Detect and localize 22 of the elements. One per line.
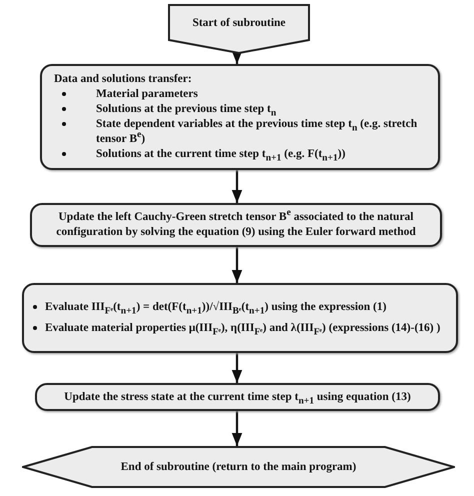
step-text: Update the stress state at the current time step t$_{n+1}$ using equation (13) xyxy=(63,390,412,404)
process-box xyxy=(40,64,440,170)
process-box xyxy=(35,383,440,411)
process-box xyxy=(22,283,458,353)
step-text: Start of subroutine xyxy=(191,16,287,30)
bullet-text: Solutions at the previous time step t$_{n}$ xyxy=(96,102,276,117)
bullet-text: Solutions at the current time step t$_{n+1}$ (e.g. F(t$_{n+1}$)) xyxy=(96,146,346,162)
arrow xyxy=(232,411,242,446)
step-text: End of subroutine (return to the main program) xyxy=(120,460,358,474)
end-terminal xyxy=(22,446,455,488)
arrow xyxy=(232,170,242,203)
arrow xyxy=(232,50,242,64)
heading-text: Data and solutions transfer: xyxy=(54,72,193,88)
step-text: Update the left Cauchy-Green stretch tensor B$^{e}$ associated to the natural configuration by solving the equation (9) using the Euler forward method xyxy=(55,210,417,240)
process-box xyxy=(30,203,442,247)
arrow xyxy=(232,247,242,283)
bullet-text: Material parameters xyxy=(96,87,198,102)
bullet-text: Evaluate material properties μ(III$_{Fᵉ}$), η(III$_{Fᵉ}$) and λ(III$_{Fᵉ}$) (expressions (14)-(16) ) xyxy=(45,321,440,336)
bullet-text: State dependent variables at the previous time step t$_{n}$ (e.g. stretch tensor B$^{e}$) xyxy=(96,117,418,147)
arrow xyxy=(232,353,242,383)
start-terminal xyxy=(168,4,310,54)
bullet-text: Evaluate III$_{Fᵉ}$(t$_{n+1}$) = det(F(t$_{n+1}$))/√III$_{Bᵉ}$(t$_{n+1}$) using the expression (1) xyxy=(45,300,386,315)
